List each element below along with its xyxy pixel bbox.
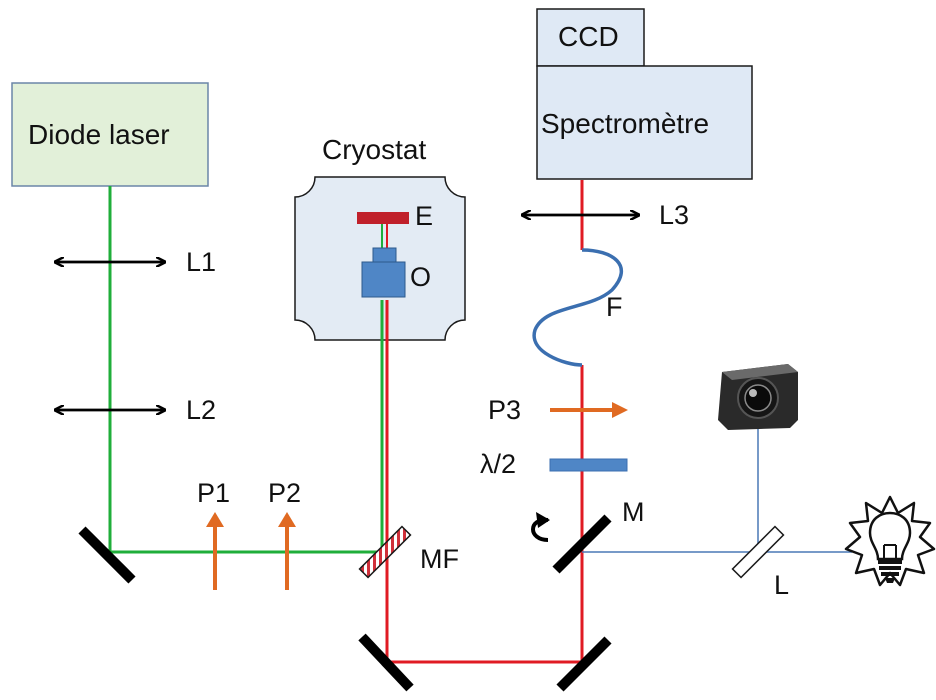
spectrometer-label: Spectromètre <box>541 108 710 139</box>
green-beam <box>108 186 385 554</box>
polarizer-p1 <box>206 512 224 590</box>
diode-laser-box <box>11 82 209 187</box>
sample-e-label: E <box>415 201 434 231</box>
mirror-m-label: M <box>622 497 645 527</box>
beam-splitter-l <box>731 525 785 579</box>
cryostat-label: Cryostat <box>322 134 427 165</box>
half-wave-plate-label: λ/2 <box>480 449 517 479</box>
mirror-bottom-left <box>78 526 136 584</box>
objective-o-label: O <box>410 262 432 292</box>
fiber-f-label: F <box>606 292 623 322</box>
lens-l1-label: L1 <box>186 247 217 277</box>
lens-l3-label: L3 <box>659 200 690 230</box>
ccd-box <box>536 8 645 67</box>
mirror-m <box>552 514 612 574</box>
camera-icon <box>718 364 798 430</box>
dichroic-mirror-mf <box>358 525 412 579</box>
polarizer-p3 <box>550 402 628 418</box>
lens-l2-label: L2 <box>186 395 217 425</box>
mirror-bottom-center-right <box>556 636 612 692</box>
diode-laser-label: Diode laser <box>28 119 170 150</box>
polarizer-p2 <box>278 512 296 590</box>
polarizer-p1-label: P1 <box>197 478 231 508</box>
beam-splitter-label: L <box>774 570 790 600</box>
sample-e <box>357 212 409 224</box>
half-wave-plate <box>549 458 628 472</box>
optical-fiber <box>532 248 624 367</box>
white-light-path <box>582 420 852 553</box>
mirror-bottom-center-left <box>358 633 414 692</box>
red-beam <box>385 180 584 664</box>
objective-o <box>361 224 406 298</box>
curved-arrow-icon <box>531 512 550 542</box>
polarizer-p2-label: P2 <box>268 478 302 508</box>
dichroic-mirror-label: MF <box>420 544 459 574</box>
ccd-label: CCD <box>558 21 619 52</box>
spectrometer-box <box>536 65 753 180</box>
light-bulb-icon <box>844 495 936 587</box>
polarizer-p3-label: P3 <box>488 395 522 425</box>
